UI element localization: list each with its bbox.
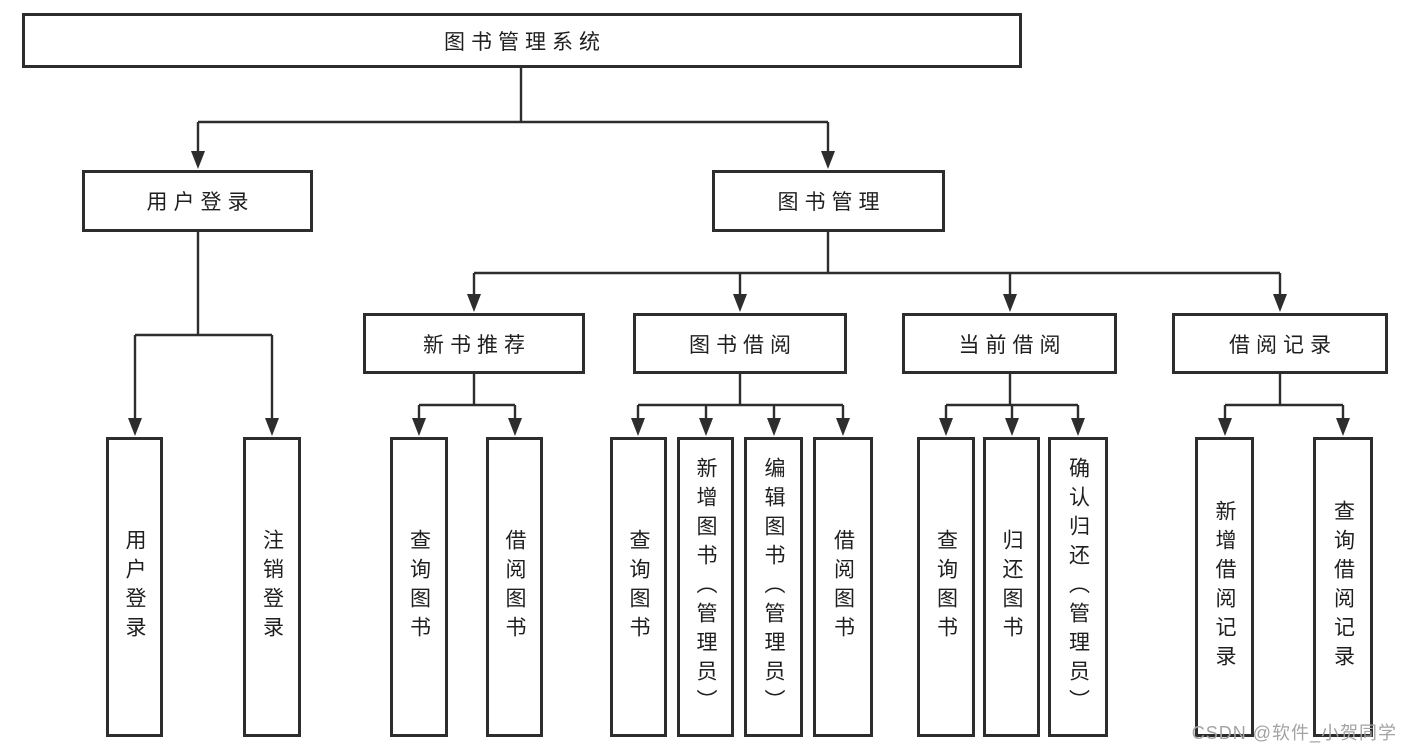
leaf-logout: 注销登录 bbox=[243, 437, 301, 737]
leaf-query-borrow-record: 查询借阅记录 bbox=[1313, 437, 1373, 737]
node-book-borrow: 图书借阅 bbox=[633, 313, 847, 374]
node-new-book-rec-label: 新书推荐 bbox=[423, 333, 531, 357]
leaf-query-books-rec: 查询图书 bbox=[390, 437, 448, 737]
leaf-borrow-books-rec: 借阅图书 bbox=[486, 437, 543, 737]
leaf-query-books-current: 查询图书 bbox=[917, 437, 975, 737]
leaf-edit-book-admin: 编辑图书（管理员） bbox=[744, 437, 803, 737]
leaf-query-borrow-record-label: 查询借阅记录 bbox=[1331, 500, 1355, 674]
leaf-borrow-books-label: 借阅图书 bbox=[831, 529, 855, 645]
node-current-borrow-label: 当前借阅 bbox=[958, 333, 1067, 357]
node-root-label: 图书管理系统 bbox=[444, 30, 606, 54]
leaf-query-books-borrow-label: 查询图书 bbox=[627, 529, 651, 645]
leaf-logout-label: 注销登录 bbox=[260, 529, 284, 645]
node-current-borrow: 当前借阅 bbox=[902, 313, 1117, 374]
leaf-add-borrow-record-label: 新增借阅记录 bbox=[1213, 500, 1237, 674]
node-book-mgmt: 图书管理 bbox=[712, 170, 945, 232]
leaf-add-borrow-record: 新增借阅记录 bbox=[1195, 437, 1254, 737]
leaf-add-book-admin-label: 新增图书（管理员） bbox=[694, 456, 718, 718]
node-book-borrow-label: 图书借阅 bbox=[689, 333, 797, 357]
node-root: 图书管理系统 bbox=[22, 13, 1022, 68]
node-user-login-label: 用户登录 bbox=[146, 191, 255, 214]
node-borrow-records-label: 借阅记录 bbox=[1229, 333, 1337, 357]
leaf-query-books-current-label: 查询图书 bbox=[934, 529, 958, 645]
node-user-login: 用户登录 bbox=[82, 170, 313, 232]
leaf-user-login-label: 用户登录 bbox=[123, 529, 147, 645]
leaf-edit-book-admin-label: 编辑图书（管理员） bbox=[762, 456, 786, 718]
arrowheads bbox=[128, 151, 1350, 436]
leaf-confirm-return-admin-label: 确认归还（管理员） bbox=[1066, 456, 1090, 718]
leaf-return-book-label: 归还图书 bbox=[1000, 529, 1024, 645]
leaf-user-login: 用户登录 bbox=[106, 437, 163, 737]
leaf-query-books-rec-label: 查询图书 bbox=[407, 529, 431, 645]
node-borrow-records: 借阅记录 bbox=[1172, 313, 1388, 374]
leaf-confirm-return-admin: 确认归还（管理员） bbox=[1048, 437, 1108, 737]
node-book-mgmt-label: 图书管理 bbox=[777, 191, 886, 214]
watermark: CSDN @软件_小贺同学 bbox=[1191, 723, 1397, 743]
leaf-return-book: 归还图书 bbox=[983, 437, 1040, 737]
leaf-add-book-admin: 新增图书（管理员） bbox=[677, 437, 734, 737]
leaf-borrow-books-rec-label: 借阅图书 bbox=[503, 529, 527, 645]
node-new-book-rec: 新书推荐 bbox=[363, 313, 585, 374]
leaf-query-books-borrow: 查询图书 bbox=[610, 437, 667, 737]
leaf-borrow-books: 借阅图书 bbox=[813, 437, 873, 737]
